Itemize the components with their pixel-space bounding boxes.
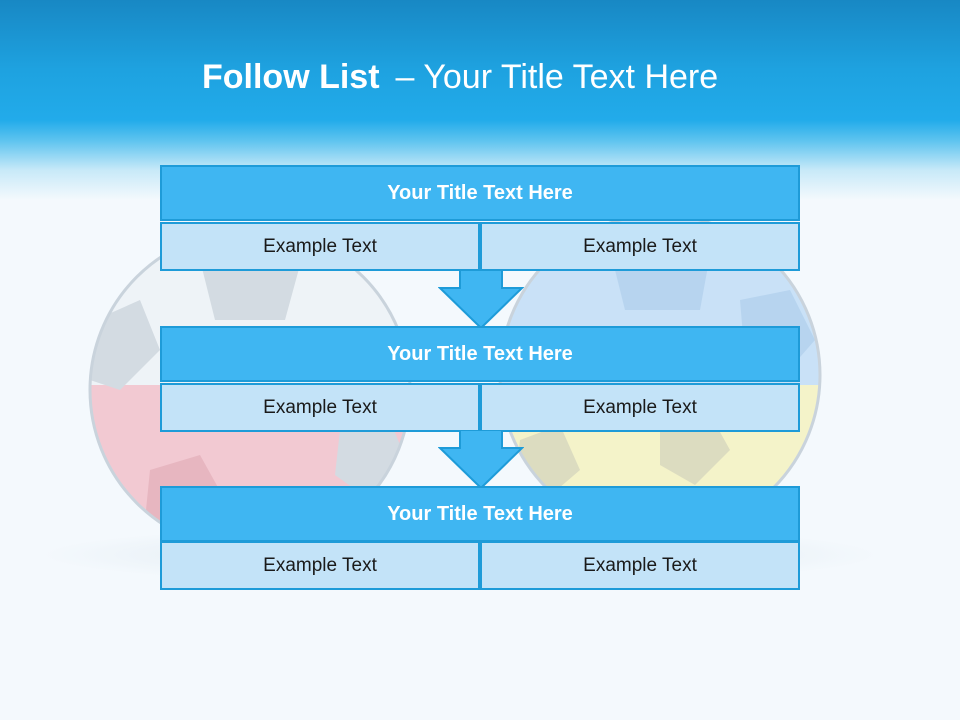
row-3-left-cell: Example Text [160,541,480,590]
row-2-left-cell: Example Text [160,383,480,432]
slide-title-rest: Your Title Text Here [423,58,719,96]
slide-title-bold: Follow List [202,58,380,96]
slide-title: Follow List– Your Title Text Here [202,52,718,102]
row-2-right-cell: Example Text [480,383,800,432]
slide-title-separator: – [395,58,415,96]
row-1-left-cell: Example Text [160,222,480,271]
row-3-title: Your Title Text Here [160,486,800,542]
row-1-title: Your Title Text Here [160,165,800,221]
down-arrow-icon [438,430,524,490]
down-arrow-icon [438,270,524,330]
row-1-right-cell: Example Text [480,222,800,271]
row-2-title: Your Title Text Here [160,326,800,382]
row-3-right-cell: Example Text [480,541,800,590]
